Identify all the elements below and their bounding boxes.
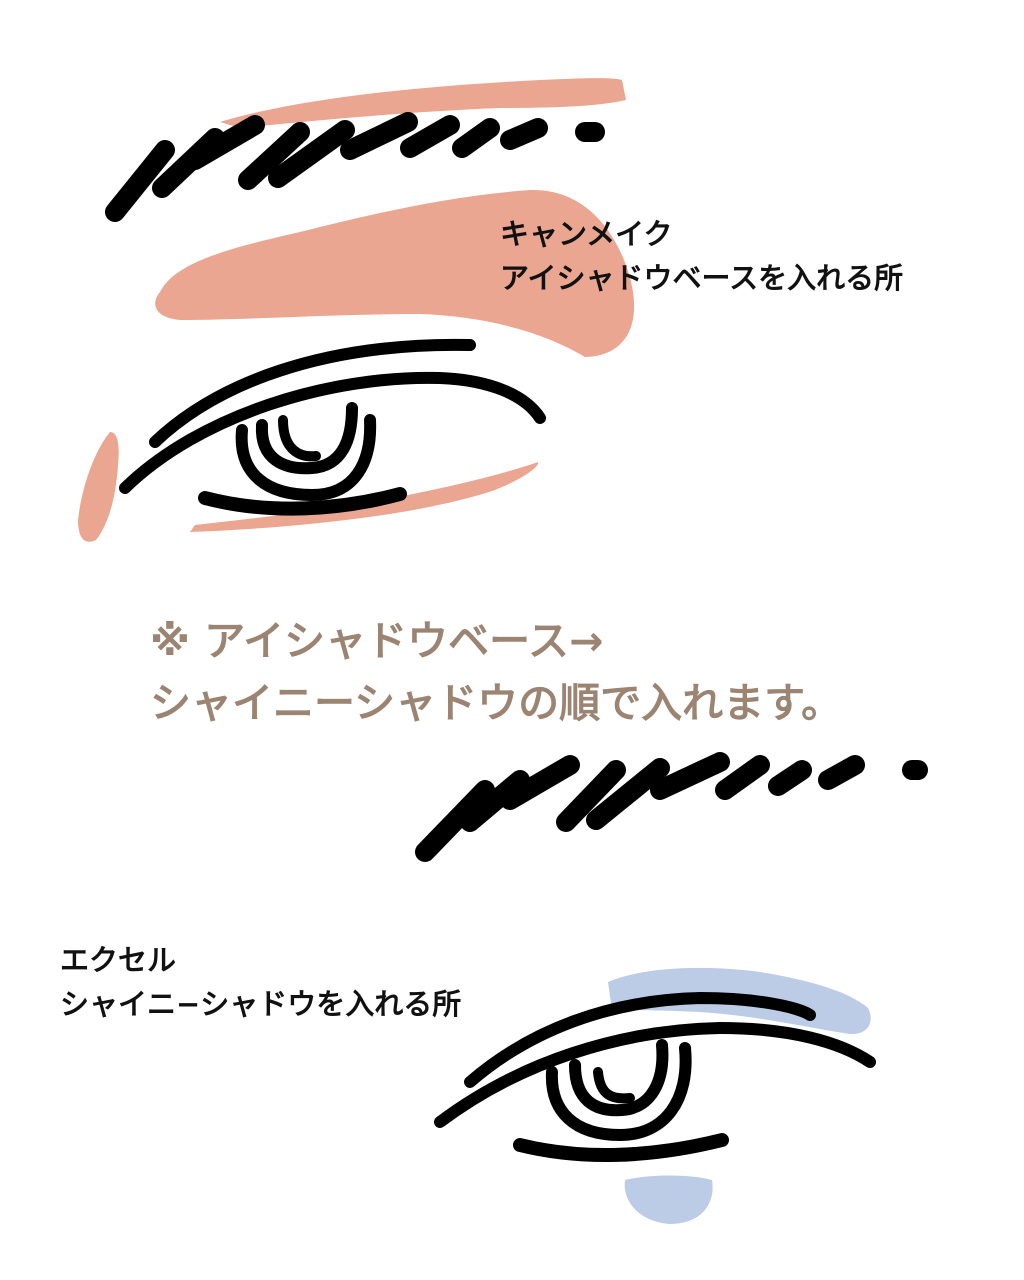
note-line-2: シャイニーシャドウの順で入れます。: [150, 679, 843, 727]
lower-lash-line-bottom: [513, 1133, 729, 1162]
eyeshadow-base-areas: [78, 78, 635, 542]
note-line-1: ※ アイシャドウベース→: [150, 617, 604, 665]
upper-lash-line: [119, 371, 546, 494]
base-area-lower-lid: [190, 462, 539, 532]
shiny-shadow-label: エクセル シャイニ−シャドウを入れる所: [60, 938, 461, 1026]
base-area-brow: [220, 78, 626, 128]
base-area-lid: [155, 189, 635, 357]
shiny-shadow-brand: エクセル: [60, 943, 177, 977]
eyeshadow-base-label: キャンメイク アイシャドウベースを入れる所: [500, 212, 903, 300]
eyebrow-strokes-lower: [415, 752, 928, 862]
application-order-note: ※ アイシャドウベース→ シャイニーシャドウの順で入れます。: [150, 610, 842, 734]
lower-crease-line: [464, 992, 816, 1088]
eyeshadow-base-description: アイシャドウベースを入れる所: [500, 261, 904, 295]
lower-pupil-highlight-outline: [593, 1067, 635, 1104]
shadow-area-under-eye: [624, 1175, 713, 1224]
eyeshadow-base-brand: キャンメイク: [500, 217, 673, 251]
lower-lash-line-upper: [434, 1022, 876, 1128]
pupil-outline: [255, 402, 358, 475]
base-area-inner-corner: [78, 432, 119, 542]
eyebrow-strokes: [105, 112, 605, 222]
lower-lash-line: [198, 487, 407, 516]
upper-crease-line: [149, 338, 476, 448]
upper-eye-diagram: [78, 78, 635, 542]
shiny-shadow-description: シャイニ−シャドウを入れる所: [60, 987, 462, 1021]
lower-iris-outline: [545, 1042, 692, 1141]
lower-pupil-outline: [569, 1039, 669, 1117]
lower-eye-lines: [415, 752, 928, 1162]
upper-eye-lines: [105, 112, 605, 516]
iris-outline: [235, 414, 377, 501]
pupil-highlight-outline: [278, 415, 321, 462]
lower-eye-diagram: [415, 752, 928, 1224]
